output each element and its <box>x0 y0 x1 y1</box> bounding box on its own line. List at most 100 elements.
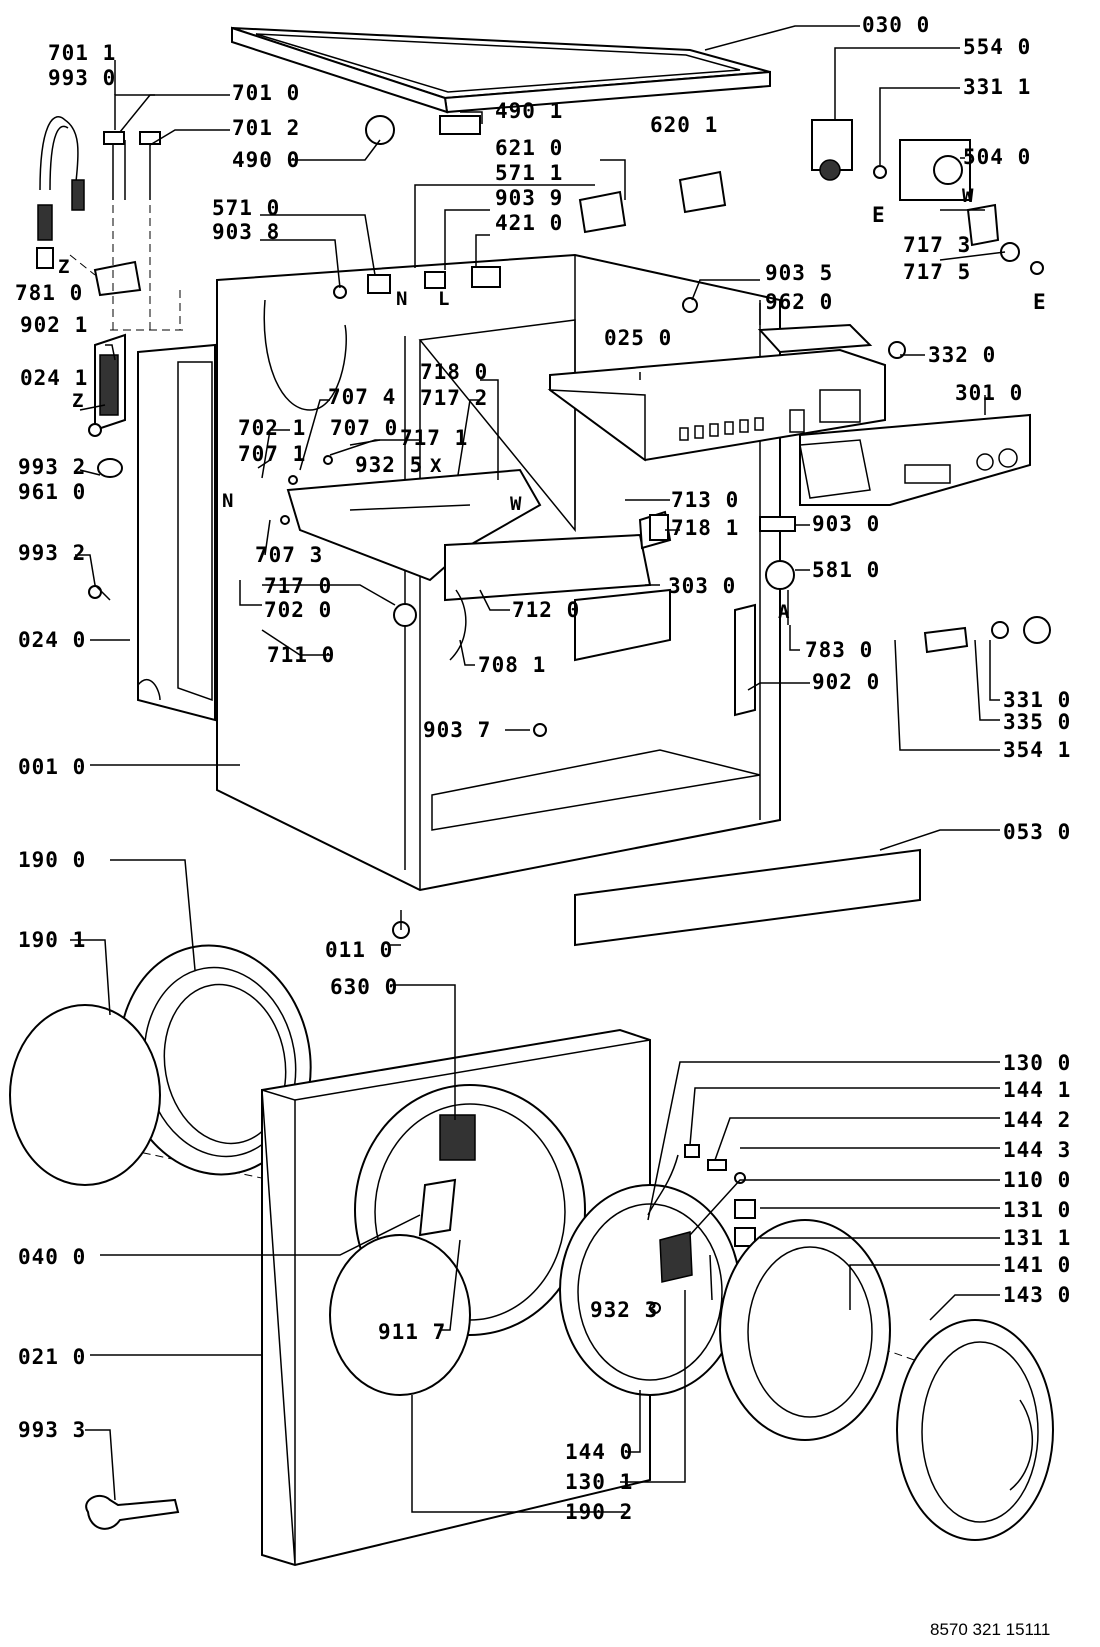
label-702-1: 702 1 <box>238 416 307 440</box>
label-717-2: 717 2 <box>420 386 489 410</box>
outer-door-part <box>719 1219 1054 1541</box>
label-993-3: 993 3 <box>18 1418 87 1442</box>
label-712-0: 712 0 <box>512 598 581 622</box>
label-n-1: N <box>396 288 409 310</box>
label-331-1: 331 1 <box>963 75 1032 99</box>
label-x: X <box>430 455 443 477</box>
label-783-0: 783 0 <box>805 638 874 662</box>
label-190-0: 190 0 <box>18 848 87 872</box>
label-024-0: 024 0 <box>18 628 87 652</box>
label-190-1: 190 1 <box>18 928 87 952</box>
label-110-0: 110 0 <box>1003 1168 1072 1192</box>
label-713-0: 713 0 <box>671 488 740 512</box>
label-707-4: 707 4 <box>328 385 397 409</box>
label-z-1: Z <box>58 256 71 278</box>
label-717-3: 717 3 <box>903 233 972 257</box>
label-l-1: L <box>438 288 451 310</box>
label-911-7: 911 7 <box>378 1320 447 1344</box>
label-993-2-a: 993 2 <box>18 455 87 479</box>
label-554-0: 554 0 <box>963 35 1032 59</box>
back-panel-part <box>137 343 216 722</box>
label-717-0: 717 0 <box>264 574 333 598</box>
label-701-2: 701 2 <box>232 116 301 140</box>
label-903-8: 903 8 <box>212 220 281 244</box>
label-040-0: 040 0 <box>18 1245 87 1269</box>
label-e-2: E <box>1033 290 1047 314</box>
label-581-0: 581 0 <box>812 558 881 582</box>
door-frame-part <box>559 1154 756 1396</box>
label-717-5: 717 5 <box>903 260 972 284</box>
label-130-0: 130 0 <box>1003 1051 1072 1075</box>
label-903-5: 903 5 <box>765 261 834 285</box>
label-903-0: 903 0 <box>812 512 881 536</box>
label-a: A <box>778 601 791 623</box>
label-571-1: 571 1 <box>495 161 564 185</box>
label-131-1: 131 1 <box>1003 1226 1072 1250</box>
label-w-2: W <box>510 493 523 515</box>
label-961-0: 961 0 <box>18 480 87 504</box>
label-301-0: 301 0 <box>955 381 1024 405</box>
fascia-panel-part <box>799 413 1031 506</box>
worktop-part <box>231 26 771 114</box>
label-025-0: 025 0 <box>604 326 673 350</box>
label-024-1: 024 1 <box>20 366 89 390</box>
label-630-0: 630 0 <box>330 975 399 999</box>
label-781-0: 781 0 <box>15 281 84 305</box>
label-903-7: 903 7 <box>423 718 492 742</box>
label-130-1: 130 1 <box>565 1470 634 1494</box>
label-141-0: 141 0 <box>1003 1253 1072 1277</box>
label-190-2: 190 2 <box>565 1500 634 1524</box>
seal-disc-part <box>9 1004 161 1186</box>
label-701-0: 701 0 <box>232 81 301 105</box>
label-331-0: 331 0 <box>1003 688 1072 712</box>
label-490-0: 490 0 <box>232 148 301 172</box>
label-z-2: Z <box>72 390 85 412</box>
label-902-1: 902 1 <box>20 313 89 337</box>
plinth-part <box>574 848 921 947</box>
label-011-0: 011 0 <box>325 938 394 962</box>
label-701-1: 701 1 <box>48 41 117 65</box>
rear-cover-part <box>94 333 126 432</box>
label-932-5: 932 5 <box>355 453 424 477</box>
label-001-0: 001 0 <box>18 755 87 779</box>
label-711-0: 711 0 <box>267 643 336 667</box>
label-903-9: 903 9 <box>495 186 564 210</box>
label-993-0: 993 0 <box>48 66 117 90</box>
inlet-hoses-part <box>36 116 161 297</box>
label-708-1: 708 1 <box>478 653 547 677</box>
leader-lines <box>70 25 1006 1513</box>
label-902-0: 902 0 <box>812 670 881 694</box>
label-421-0: 421 0 <box>495 211 564 235</box>
label-143-0: 143 0 <box>1003 1283 1072 1307</box>
label-w-1: W <box>962 185 975 207</box>
label-718-1: 718 1 <box>671 516 740 540</box>
label-621-0: 621 0 <box>495 136 564 160</box>
label-e-1: E <box>872 203 886 227</box>
label-707-3: 707 3 <box>255 543 324 567</box>
label-707-1: 707 1 <box>238 442 307 466</box>
label-702-0: 702 0 <box>264 598 333 622</box>
label-504-0: 504 0 <box>963 145 1032 169</box>
label-n-2: N <box>222 490 235 512</box>
label-962-0: 962 0 <box>765 290 834 314</box>
dispenser-part <box>286 468 671 662</box>
lock-hardware <box>684 1144 746 1184</box>
label-335-0: 335 0 <box>1003 710 1072 734</box>
label-707-0: 707 0 <box>330 416 399 440</box>
label-144-1: 144 1 <box>1003 1078 1072 1102</box>
label-303-0: 303 0 <box>668 574 737 598</box>
label-144-2: 144 2 <box>1003 1108 1072 1132</box>
label-354-1: 354 1 <box>1003 738 1072 762</box>
frame-buttons <box>679 389 861 441</box>
label-717-1: 717 1 <box>400 426 469 450</box>
small-components <box>88 115 1051 939</box>
label-144-3: 144 3 <box>1003 1138 1072 1162</box>
label-993-2-b: 993 2 <box>18 541 87 565</box>
label-144-0: 144 0 <box>565 1440 634 1464</box>
label-131-0: 131 0 <box>1003 1198 1072 1222</box>
control-frame-part <box>547 348 886 462</box>
label-620-1: 620 1 <box>650 113 719 137</box>
label-490-1: 490 1 <box>495 99 564 123</box>
